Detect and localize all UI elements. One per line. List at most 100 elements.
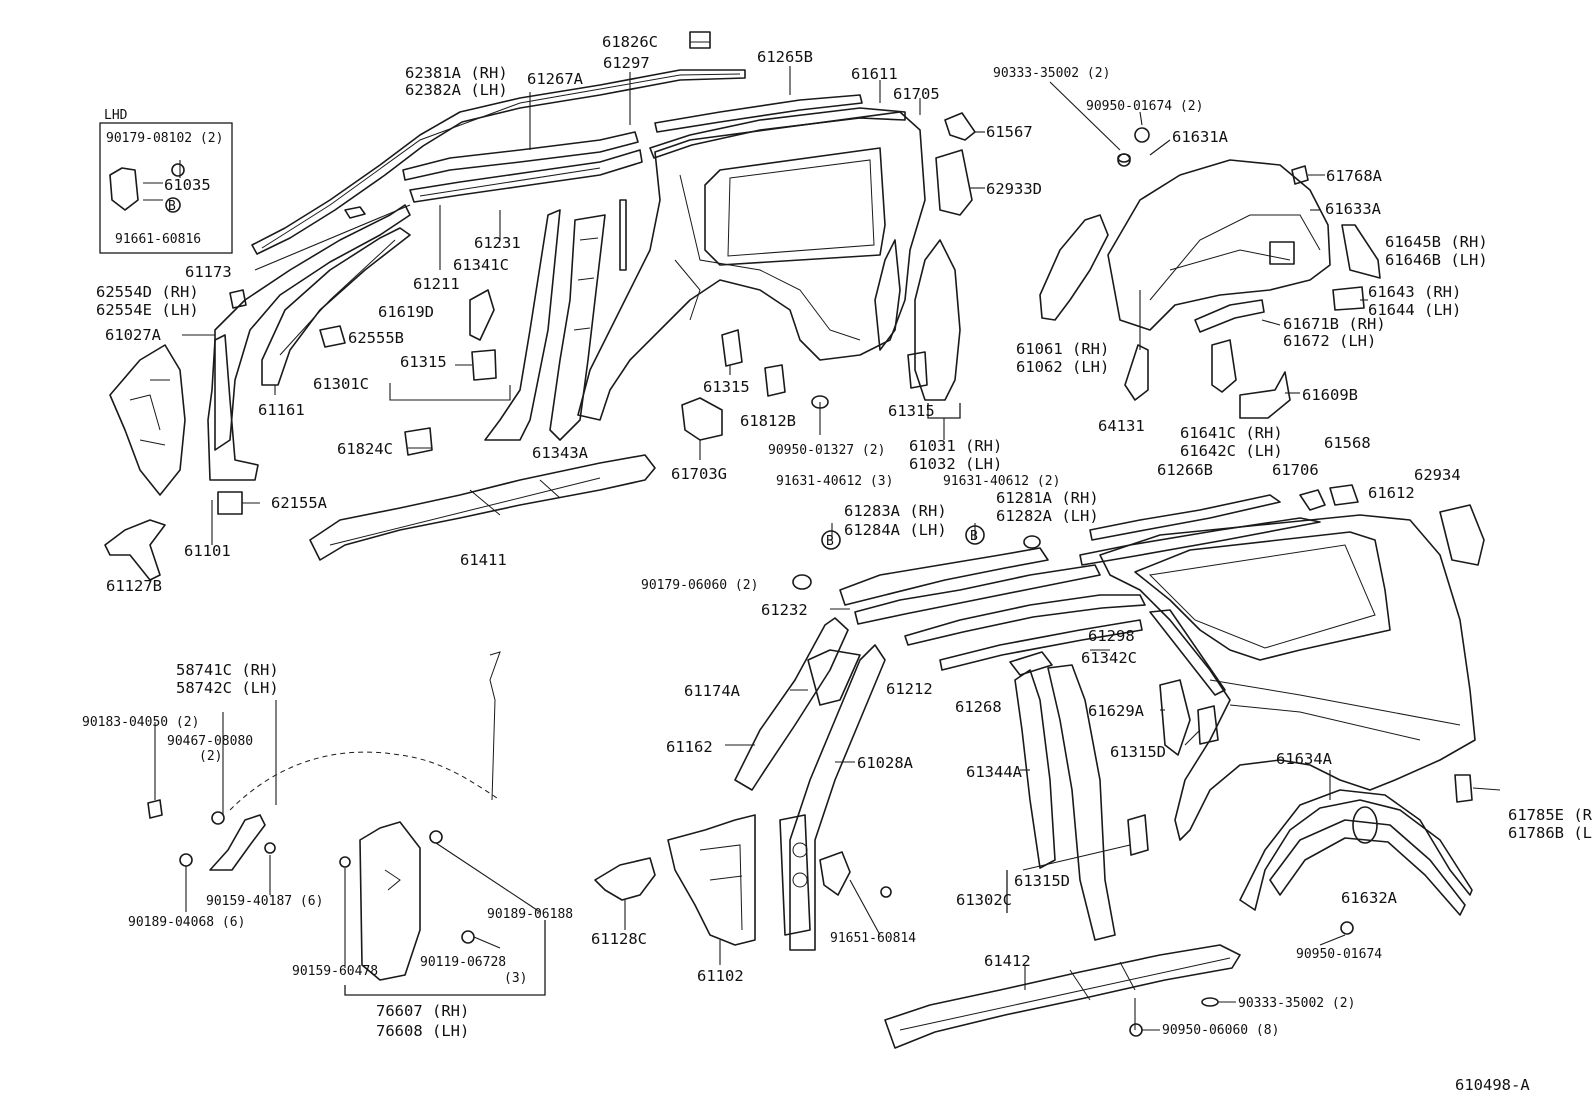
part-label-61706: 61706 (1272, 461, 1319, 479)
part-label-76608: 76608 (LH) (376, 1022, 469, 1040)
part-label-61786b: 61786B (LH) (1508, 824, 1592, 842)
part-label-90950-01327: 90950-01327 (2) (768, 443, 885, 458)
part-label-90467-08080q: (2) (199, 749, 222, 764)
part-label-61315a: 61315 (400, 353, 447, 371)
marker-b-circle (965, 525, 985, 545)
part-label-61343a: 61343A (532, 444, 589, 462)
part-label-64131: 64131 (1098, 417, 1145, 435)
part-label-61174a: 61174A (684, 682, 741, 700)
part-label-91631-40612b: 91631-40612 (2) (943, 474, 1060, 489)
part-label-61284a: 61284A (LH) (844, 521, 947, 539)
lhd-marker-b: B (168, 199, 176, 214)
part-label-62554e: 62554E (LH) (96, 301, 199, 319)
part-label-61128c: 61128C (591, 930, 647, 948)
part-label-58741c: 58741C (RH) (176, 661, 279, 679)
part-label-90950-01674b: 90950-01674 (1296, 947, 1382, 962)
part-label-61301c: 61301C (313, 375, 369, 393)
part-label-61642c: 61642C (LH) (1180, 442, 1283, 460)
part-label-61671b: 61671B (RH) (1283, 315, 1386, 333)
part-label-90183-04050: 90183-04050 (2) (82, 715, 199, 730)
part-label-61231: 61231 (474, 234, 521, 252)
part-label-61101: 61101 (184, 542, 231, 560)
part-label-90950-01674a: 90950-01674 (2) (1086, 99, 1203, 114)
lhd-top-code: 90179-08102 (2) (106, 131, 223, 146)
part-label-61609b: 61609B (1302, 386, 1358, 404)
part-label-61232: 61232 (761, 601, 808, 619)
part-label-61672: 61672 (LH) (1283, 332, 1376, 350)
part-label-61641c: 61641C (RH) (1180, 424, 1283, 442)
part-label-61315d2: 61315D (1014, 872, 1070, 890)
part-label-61281a: 61281A (RH) (996, 489, 1099, 507)
part-label-61315b: 61315 (703, 378, 750, 396)
lhd-mid-code: 61035 (164, 176, 211, 194)
part-label-61768a: 61768A (1326, 167, 1383, 185)
part-label-61705: 61705 (893, 85, 940, 103)
part-label-61161: 61161 (258, 401, 305, 419)
part-label-62555b: 62555B (348, 329, 404, 347)
part-label-61629a: 61629A (1088, 702, 1145, 720)
part-label-62933d: 62933D (986, 180, 1042, 198)
part-label-90189-04068: 90189-04068 (6) (128, 915, 245, 930)
part-label-61062: 61062 (LH) (1016, 358, 1109, 376)
part-label-61826c: 61826C (602, 33, 658, 51)
part-label-61812b: 61812B (740, 412, 796, 430)
lhd-heading: LHD (104, 108, 128, 123)
part-label-76607: 76607 (RH) (376, 1002, 469, 1020)
part-label-61297: 61297 (603, 54, 650, 72)
part-label-62554d: 62554D (RH) (96, 283, 199, 301)
part-label-61785e: 61785E (RH) (1508, 806, 1592, 824)
part-label-61032: 61032 (LH) (909, 455, 1002, 473)
part-label-58742c: 58742C (LH) (176, 679, 279, 697)
part-label-90159-60478: 90159-60478 (292, 964, 378, 979)
lhd-bottom-code: 91661-60816 (115, 232, 201, 247)
part-label-61267a: 61267A (527, 70, 584, 88)
part-label-61631a: 61631A (1172, 128, 1229, 146)
part-label-61282a: 61282A (LH) (996, 507, 1099, 525)
part-label-61298: 61298 (1088, 627, 1135, 645)
part-label-61265b: 61265B (757, 48, 813, 66)
part-label-61283a: 61283A (RH) (844, 502, 947, 520)
part-label-61633a: 61633A (1325, 200, 1382, 218)
part-label-90333-35002b: 90333-35002 (2) (1238, 996, 1355, 1011)
marker-b-left: B (826, 534, 834, 549)
part-label-61061: 61061 (RH) (1016, 340, 1109, 358)
part-label-61342c: 61342C (1081, 649, 1137, 667)
part-label-90950-06060: 90950-06060 (8) (1162, 1023, 1279, 1038)
part-label-62382a: 62382A (LH) (405, 81, 508, 99)
part-label-61031: 61031 (RH) (909, 437, 1002, 455)
part-label-90119-06728q: (3) (504, 971, 527, 986)
part-label-61027a: 61027A (105, 326, 162, 344)
marker-b-right: B (970, 529, 978, 544)
part-label-61266b: 61266B (1157, 461, 1213, 479)
part-label-91631-40612a: 91631-40612 (3) (776, 474, 893, 489)
part-label-61646b: 61646B (LH) (1385, 251, 1488, 269)
marker-b-circle (821, 530, 841, 550)
part-label-61611: 61611 (851, 65, 898, 83)
part-label-61824c: 61824C (337, 440, 393, 458)
part-label-61612: 61612 (1368, 484, 1415, 502)
part-label-61644: 61644 (LH) (1368, 301, 1461, 319)
part-label-61634a: 61634A (1276, 750, 1333, 768)
part-label-90179-06060: 90179-06060 (2) (641, 578, 758, 593)
part-label-61703g: 61703G (671, 465, 727, 483)
part-label-61211: 61211 (413, 275, 460, 293)
catalog-id: 610498-A (1455, 1076, 1530, 1094)
part-label-90467-08080: 90467-08080 (167, 734, 253, 749)
part-label-62381a: 62381A (RH) (405, 64, 508, 82)
leader-lines (99, 41, 1501, 1031)
part-labels: 61826C 61297 61265B 62381A (RH)62382A (LH) 6… (82, 33, 1592, 1040)
lhd-inset-art (109, 163, 185, 213)
part-label-91651-60814: 91651-60814 (830, 931, 916, 946)
part-label-61028a: 61028A (857, 754, 914, 772)
part-label-90159-40187: 90159-40187 (6) (206, 894, 323, 909)
part-label-61344a: 61344A (966, 763, 1023, 781)
part-label-62155a: 62155A (271, 494, 328, 512)
part-label-62934: 62934 (1414, 466, 1461, 484)
part-label-90189-06188: 90189-06188 (487, 907, 573, 922)
part-label-61268: 61268 (955, 698, 1002, 716)
part-label-61643: 61643 (RH) (1368, 283, 1461, 301)
part-label-61567: 61567 (986, 123, 1033, 141)
part-label-61568: 61568 (1324, 434, 1371, 452)
part-label-61162: 61162 (666, 738, 713, 756)
